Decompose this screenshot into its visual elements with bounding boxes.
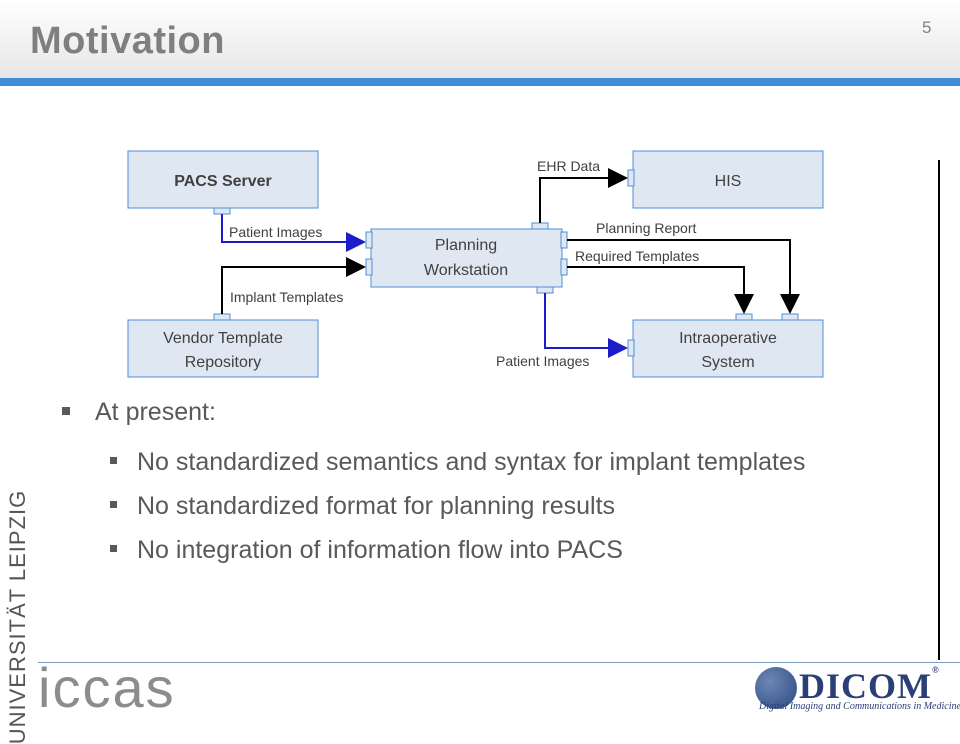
connector-ports <box>213 169 799 357</box>
bullet-list: At present: No standardized semantics an… <box>60 398 820 577</box>
dicom-tagline: Digital Imaging and Communications in Me… <box>759 701 960 712</box>
label-implant-templates: Implant Templates <box>230 289 343 305</box>
label-ehr-data: EHR Data <box>537 158 600 174</box>
intraop-label-line1: Intraoperative <box>679 330 777 347</box>
planning-label-line2: Workstation <box>424 262 508 279</box>
slide-header <box>0 0 960 78</box>
flow-patient-images-bottom <box>544 293 628 358</box>
bullet-marker <box>110 457 117 464</box>
vendor-label-line2: Repository <box>185 354 261 371</box>
slide-title: Motivation <box>30 20 225 62</box>
globe-icon <box>755 667 797 709</box>
intraoperative-system-box: Intraoperative System <box>632 319 824 378</box>
bullet-heading: At present: <box>60 398 820 427</box>
university-leipzig-logo: UNIVERSITÄT LEIPZIG <box>5 489 30 744</box>
bullet-item-text: No standardized semantics and syntax for… <box>137 448 806 476</box>
flow-required-templates <box>567 266 754 314</box>
bullet-item: No standardized format for planning resu… <box>60 489 820 523</box>
vendor-template-repository-box: Vendor Template Repository <box>127 319 319 378</box>
bullet-marker <box>110 545 117 552</box>
planning-workstation-box: Planning Workstation <box>370 228 563 288</box>
header-rule <box>0 78 960 86</box>
pacs-server-box: PACS Server <box>127 150 319 209</box>
his-label: HIS <box>715 173 742 190</box>
bullet-item: No integration of information flow into … <box>60 533 820 567</box>
right-divider <box>938 160 940 660</box>
bullet-heading-text: At present: <box>95 398 216 426</box>
bullet-item-text: No standardized format for planning resu… <box>137 492 616 520</box>
workflow-diagram: PACS Server HIS Planning Workstation Ven… <box>127 150 824 378</box>
pacs-server-label: PACS Server <box>174 173 272 190</box>
dicom-logo: DICOM® Digital Imaging and Communication… <box>755 665 960 715</box>
dicom-logo-text: DICOM® <box>799 665 940 706</box>
page-number: 5 <box>922 18 932 37</box>
iccas-logo: iccas <box>38 655 176 720</box>
bullet-item: No standardized semantics and syntax for… <box>60 445 820 479</box>
footer-rule <box>38 662 960 663</box>
iccas-logo-text: iccas <box>38 656 176 719</box>
vendor-label-line1: Vendor Template <box>163 330 283 347</box>
bullet-item-text: No integration of information flow into … <box>137 536 623 564</box>
bullet-marker <box>110 501 117 508</box>
label-planning-report: Planning Report <box>596 220 697 236</box>
flow-ehr-data <box>539 168 628 223</box>
flow-implant-templates <box>221 257 366 314</box>
label-patient-images-top: Patient Images <box>229 224 322 240</box>
flow-patient-images-top <box>221 214 366 252</box>
label-required-templates: Required Templates <box>575 248 699 264</box>
flow-planning-report <box>567 239 800 314</box>
label-patient-images-bottom: Patient Images <box>496 353 589 369</box>
planning-label-line1: Planning <box>435 237 497 254</box>
intraop-label-line2: System <box>701 354 754 371</box>
bullet-marker <box>62 407 70 415</box>
his-box: HIS <box>632 150 824 209</box>
